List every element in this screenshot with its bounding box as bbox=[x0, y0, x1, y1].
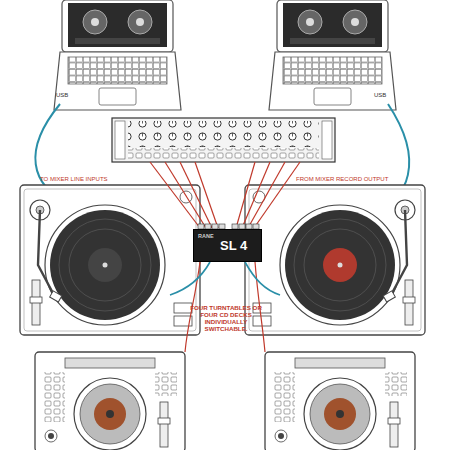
audio-cable bbox=[150, 162, 300, 352]
callout-label: USB bbox=[374, 92, 404, 99]
callout-label: FROM MIXER RECORD OUTPUT bbox=[296, 176, 426, 183]
model-name: SL 4 bbox=[220, 239, 247, 252]
callout-label: USB bbox=[56, 92, 86, 99]
callout-label: FOUR TURNTABLES OR FOUR CD DECKS INDIVID… bbox=[186, 304, 266, 333]
brand-name: RANE bbox=[198, 234, 214, 240]
turntable bbox=[245, 185, 425, 335]
interface-box: RANE SL 4 bbox=[193, 229, 262, 262]
turntable bbox=[20, 185, 200, 335]
turntable-cable bbox=[170, 262, 280, 295]
cd-deck bbox=[265, 352, 415, 450]
cd-deck bbox=[35, 352, 185, 450]
laptop bbox=[54, 0, 181, 110]
mixer bbox=[112, 118, 335, 162]
callout-label: TO MIXER LINE INPUTS bbox=[40, 176, 160, 183]
